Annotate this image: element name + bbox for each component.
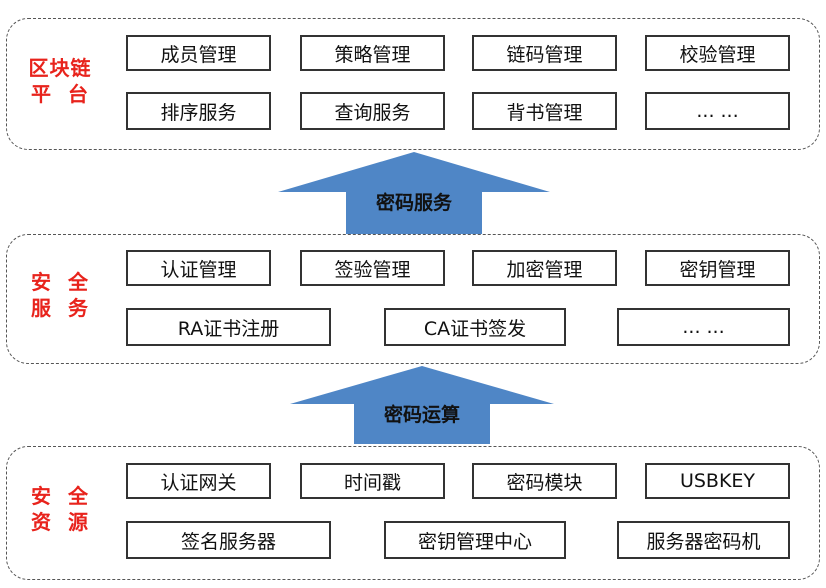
box-endorsement-management: 背书管理 <box>472 92 617 130</box>
security-resource-layer: 安 全 资 源 <box>6 446 820 580</box>
blockchain-platform-label: 区块链 平 台 <box>17 55 103 107</box>
box-service-more: ... ... <box>617 308 790 346</box>
security-service-label-line1: 安 全 <box>31 270 89 294</box>
box-ordering-service: 排序服务 <box>126 92 271 130</box>
box-ra-cert-registration: RA证书注册 <box>126 308 331 346</box>
box-sign-verify-management: 签验管理 <box>300 250 445 286</box>
box-crypto-module: 密码模块 <box>472 463 617 499</box>
security-service-label: 安 全 服 务 <box>17 269 103 321</box>
blockchain-platform-layer: 区块链 平 台 <box>6 18 820 150</box>
box-key-management: 密钥管理 <box>645 250 790 286</box>
security-service-layer: 安 全 服 务 <box>6 234 820 364</box>
arrow-up-crypto-service <box>278 152 550 234</box>
security-service-label-line2: 服 务 <box>31 296 89 320</box>
blockchain-label-line1: 区块链 <box>28 56 92 80</box>
security-resource-label-line2: 资 源 <box>31 510 89 534</box>
security-resource-label: 安 全 资 源 <box>17 483 103 535</box>
arrow-up-crypto-operation <box>290 366 554 444</box>
box-query-service: 查询服务 <box>300 92 445 130</box>
arrow-label-crypto-service: 密码服务 <box>375 192 452 214</box>
box-signature-server: 签名服务器 <box>126 521 331 559</box>
box-policy-management: 策略管理 <box>300 35 445 71</box>
box-chaincode-management: 链码管理 <box>472 35 617 71</box>
blockchain-label-line2: 平 台 <box>31 82 89 106</box>
box-member-management: 成员管理 <box>126 35 271 71</box>
box-auth-gateway: 认证网关 <box>126 463 271 499</box>
box-key-management-center: 密钥管理中心 <box>384 521 566 559</box>
box-encryption-management: 加密管理 <box>472 250 617 286</box>
box-auth-management: 认证管理 <box>126 250 271 286</box>
box-timestamp: 时间戳 <box>300 463 445 499</box>
box-blockchain-more: ... ... <box>645 92 790 130</box>
box-ca-cert-issuance: CA证书签发 <box>384 308 566 346</box>
security-resource-label-line1: 安 全 <box>31 484 89 508</box>
box-usbkey: USBKEY <box>645 463 790 499</box>
box-server-crypto-machine: 服务器密码机 <box>617 521 790 559</box>
arrow-label-crypto-operation: 密码运算 <box>383 404 460 426</box>
box-validation-management: 校验管理 <box>645 35 790 71</box>
